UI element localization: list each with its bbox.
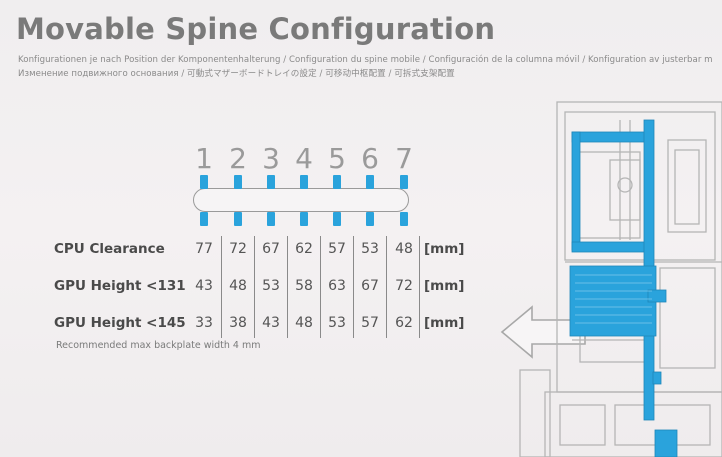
position-number: 2	[229, 142, 247, 175]
table-cell: 53	[262, 278, 280, 294]
spine-rail	[193, 188, 409, 212]
table-cell: 57	[328, 241, 346, 257]
row-label: CPU Clearance	[54, 241, 165, 257]
table-cell: 67	[262, 241, 280, 257]
table-cell: 57	[361, 315, 379, 331]
column-divider	[287, 236, 288, 338]
table-cell: 48	[229, 278, 247, 294]
position-marker	[267, 175, 275, 189]
position-marker	[333, 175, 341, 189]
column-divider	[254, 236, 255, 338]
position-marker	[234, 212, 242, 226]
page-title: Movable Spine Configuration	[16, 12, 496, 46]
backplate-note: Recommended max backplate width 4 mm	[56, 340, 261, 351]
position-marker	[200, 175, 208, 189]
subtitle-translations: Konfigurationen je nach Position der Kom…	[18, 55, 713, 65]
unit-label: [mm]	[424, 278, 465, 294]
table-cell: 63	[328, 278, 346, 294]
table-cell: 53	[361, 241, 379, 257]
table-cell: 58	[295, 278, 313, 294]
column-divider	[221, 236, 222, 338]
position-marker	[300, 175, 308, 189]
position-marker	[400, 212, 408, 226]
position-number: 5	[328, 142, 346, 175]
table-cell: 48	[295, 315, 313, 331]
position-number: 6	[361, 142, 379, 175]
table-cell: 62	[395, 315, 413, 331]
table-cell: 62	[295, 241, 313, 257]
table-cell: 38	[229, 315, 247, 331]
table-cell: 43	[262, 315, 280, 331]
position-marker	[366, 212, 374, 226]
position-marker	[200, 212, 208, 226]
row-label: GPU Height <131	[54, 278, 186, 294]
unit-label: [mm]	[424, 315, 465, 331]
position-marker	[267, 212, 275, 226]
table-cell: 43	[195, 278, 213, 294]
column-divider	[320, 236, 321, 338]
position-number: 1	[195, 142, 213, 175]
position-marker	[234, 175, 242, 189]
position-marker	[333, 212, 341, 226]
column-divider	[419, 236, 420, 338]
row-label: GPU Height <145	[54, 315, 186, 331]
table-cell: 67	[361, 278, 379, 294]
subtitle-translations-asian: Изменение подвижного основания / 可動式マザーボ…	[18, 69, 455, 79]
table-cell: 72	[229, 241, 247, 257]
position-marker	[300, 212, 308, 226]
table-cell: 33	[195, 315, 213, 331]
position-number: 7	[395, 142, 413, 175]
table-cell: 72	[395, 278, 413, 294]
table-cell: 48	[395, 241, 413, 257]
table-cell: 77	[195, 241, 213, 257]
column-divider	[353, 236, 354, 338]
table-cell: 53	[328, 315, 346, 331]
unit-label: [mm]	[424, 241, 465, 257]
position-number: 4	[295, 142, 313, 175]
position-number: 3	[262, 142, 280, 175]
position-marker	[366, 175, 374, 189]
column-divider	[386, 236, 387, 338]
position-marker	[400, 175, 408, 189]
